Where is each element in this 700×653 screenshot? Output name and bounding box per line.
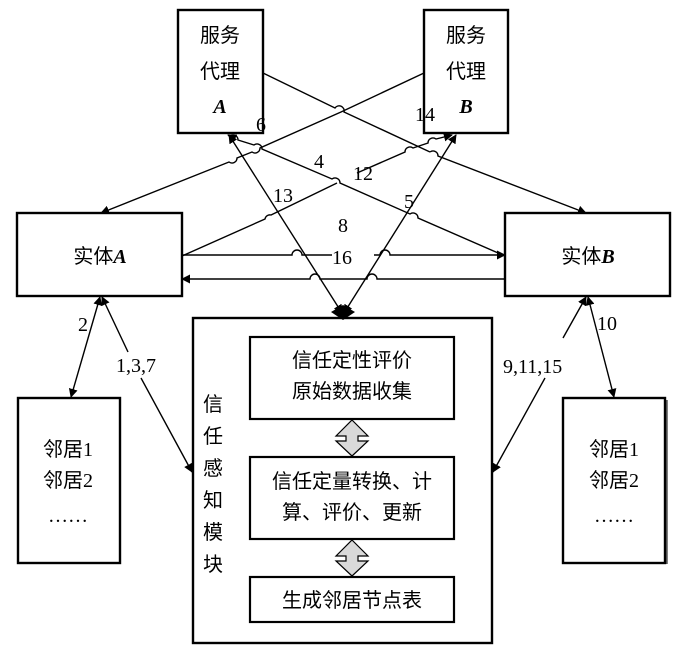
edge-label-9-11-15: 9,11,15 xyxy=(503,356,562,378)
neighbors-right-box[interactable] xyxy=(561,396,667,565)
entity-a-box[interactable] xyxy=(15,211,184,298)
service-agent-a-line2: 代理 xyxy=(200,60,240,83)
step-qualitative-collection[interactable]: 信任定性评价 原始数据收集 xyxy=(248,335,456,421)
step-quantitative-update[interactable]: 信任定量转换、计 算、评价、更新 xyxy=(248,455,456,541)
edge-label-8: 8 xyxy=(338,215,348,237)
edge-labels: 6 14 4 12 13 5 8 16 2 1,3,7 10 9,11,15 xyxy=(78,104,617,378)
entity-a-label: 实体A xyxy=(73,245,126,268)
neighbors-left[interactable]: 邻居1 邻居2 …… xyxy=(16,396,122,565)
edge-label-2: 2 xyxy=(78,314,88,336)
service-agent-b-line2: 代理 xyxy=(446,60,486,83)
service-agent-b[interactable]: 服务 代理 B xyxy=(422,8,510,135)
edge-entity-b-neighbors xyxy=(585,296,617,398)
neighbors-left-line1: 邻居1 xyxy=(43,438,93,461)
entity-b-box[interactable] xyxy=(503,211,672,298)
service-agent-b-line1: 服务 xyxy=(446,24,486,47)
edge-label-10: 10 xyxy=(597,313,617,335)
service-agent-b-box[interactable] xyxy=(422,8,510,135)
edge-entity-b-to-service-a xyxy=(227,134,506,257)
step3-box[interactable] xyxy=(248,575,456,624)
service-agent-b-line3: B xyxy=(458,96,472,118)
vertical-label-char-5: 块 xyxy=(203,553,223,576)
step2-box[interactable] xyxy=(248,455,456,541)
step2-line1: 信任定量转换、计 xyxy=(272,470,432,493)
edge-label-1-3-7: 1,3,7 xyxy=(116,355,156,377)
neighbors-right-line1: 邻居1 xyxy=(589,438,639,461)
edge-entity-a-trust-module xyxy=(102,297,192,472)
edge-label-4: 4 xyxy=(314,151,324,173)
entity-a-label-text: 实体 xyxy=(73,245,113,268)
step3-line1: 生成邻居节点表 xyxy=(282,589,422,612)
edge-label-14: 14 xyxy=(415,104,435,126)
step1-box[interactable] xyxy=(248,335,456,421)
edge-label-16: 16 xyxy=(332,247,352,269)
neighbors-right-line2: 邻居2 xyxy=(589,469,639,492)
edge-label-12: 12 xyxy=(353,163,373,185)
neighbors-left-box[interactable] xyxy=(16,396,122,565)
entity-b[interactable]: 实体B xyxy=(503,211,672,298)
edge-entity-a-neighbors xyxy=(68,296,103,398)
service-agent-a-line3: A xyxy=(211,96,226,118)
service-agent-a-box[interactable] xyxy=(176,8,265,135)
neighbors-left-line2: 邻居2 xyxy=(43,469,93,492)
entity-a-label-suffix: A xyxy=(111,246,126,268)
entity-b-label: 实体B xyxy=(561,245,614,268)
vertical-label-char-0: 信 xyxy=(203,393,223,416)
edge-entity-a-to-entity-b xyxy=(182,250,505,255)
trust-module-top-arrowhead xyxy=(331,305,355,320)
step2-line2: 算、评价、更新 xyxy=(282,501,422,524)
edge-label-13: 13 xyxy=(273,185,293,207)
edge-entity-b-to-entity-a xyxy=(181,273,505,284)
vertical-label-char-2: 感 xyxy=(203,457,223,480)
neighbors-right-ellipsis: …… xyxy=(594,505,634,527)
service-agent-a-line1: 服务 xyxy=(200,24,240,47)
trust-module-vertical-label: 信 任 感 知 模 块 xyxy=(203,393,223,576)
step1-line2: 原始数据收集 xyxy=(292,380,412,403)
edge-service-b-to-trust-module xyxy=(343,134,457,314)
vertical-label-char-3: 知 xyxy=(203,489,223,512)
edge-label-5: 5 xyxy=(404,191,414,213)
entity-b-label-text: 实体 xyxy=(561,245,601,268)
vertical-label-char-1: 任 xyxy=(203,425,223,448)
neighbors-right[interactable]: 邻居1 邻居2 …… xyxy=(561,396,668,565)
neighbors-left-ellipsis: …… xyxy=(48,505,88,527)
step1-line1: 信任定性评价 xyxy=(292,349,412,372)
edge-entity-b-trust-module xyxy=(493,297,586,472)
entity-b-label-suffix: B xyxy=(600,246,614,268)
edge-service-a-to-trust-module xyxy=(228,134,343,314)
connection-lines xyxy=(68,72,617,472)
entity-a[interactable]: 实体A xyxy=(15,211,184,298)
step-generate-neighbor-table[interactable]: 生成邻居节点表 xyxy=(248,575,456,624)
trust-module[interactable]: 信 任 感 知 模 块 信任定性评价 原始数据收集 信任定量转换、计 算、评价、… xyxy=(191,305,494,645)
vertical-label-char-4: 模 xyxy=(203,521,223,544)
edge-label-6: 6 xyxy=(256,114,266,136)
service-agent-a[interactable]: 服务 代理 A xyxy=(176,8,265,135)
